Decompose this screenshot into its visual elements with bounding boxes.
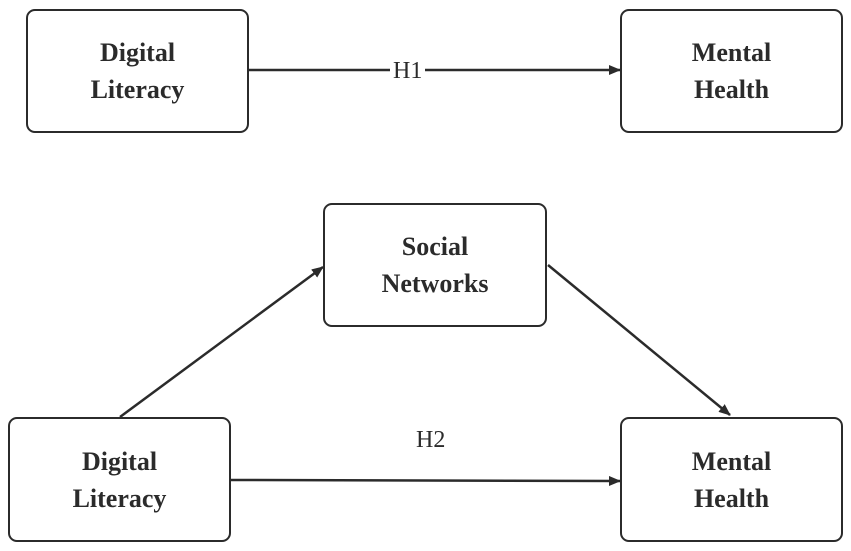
node-label: Digital Literacy bbox=[90, 38, 185, 104]
edge-label-h2: H2 bbox=[413, 427, 449, 453]
node-label: Digital Literacy bbox=[72, 446, 167, 513]
arrow-literacy-to-networks bbox=[119, 265, 324, 419]
arrow-networks-to-health bbox=[547, 264, 731, 416]
node-label: Social Networks bbox=[381, 232, 489, 298]
node-mental-health-top: Mental Health bbox=[620, 9, 843, 133]
node-digital-literacy-top: Digital Literacy bbox=[26, 9, 249, 133]
node-label: Mental Health bbox=[691, 38, 772, 104]
node-mental-health-bottom: Mental Health bbox=[620, 417, 843, 542]
node-digital-literacy-bottom: Digital Literacy bbox=[8, 417, 231, 542]
node-social-networks: Social Networks bbox=[323, 203, 547, 327]
node-label: Mental Health bbox=[691, 446, 772, 513]
arrow-h2 bbox=[230, 475, 621, 486]
edge-label-h1: H1 bbox=[390, 58, 426, 84]
